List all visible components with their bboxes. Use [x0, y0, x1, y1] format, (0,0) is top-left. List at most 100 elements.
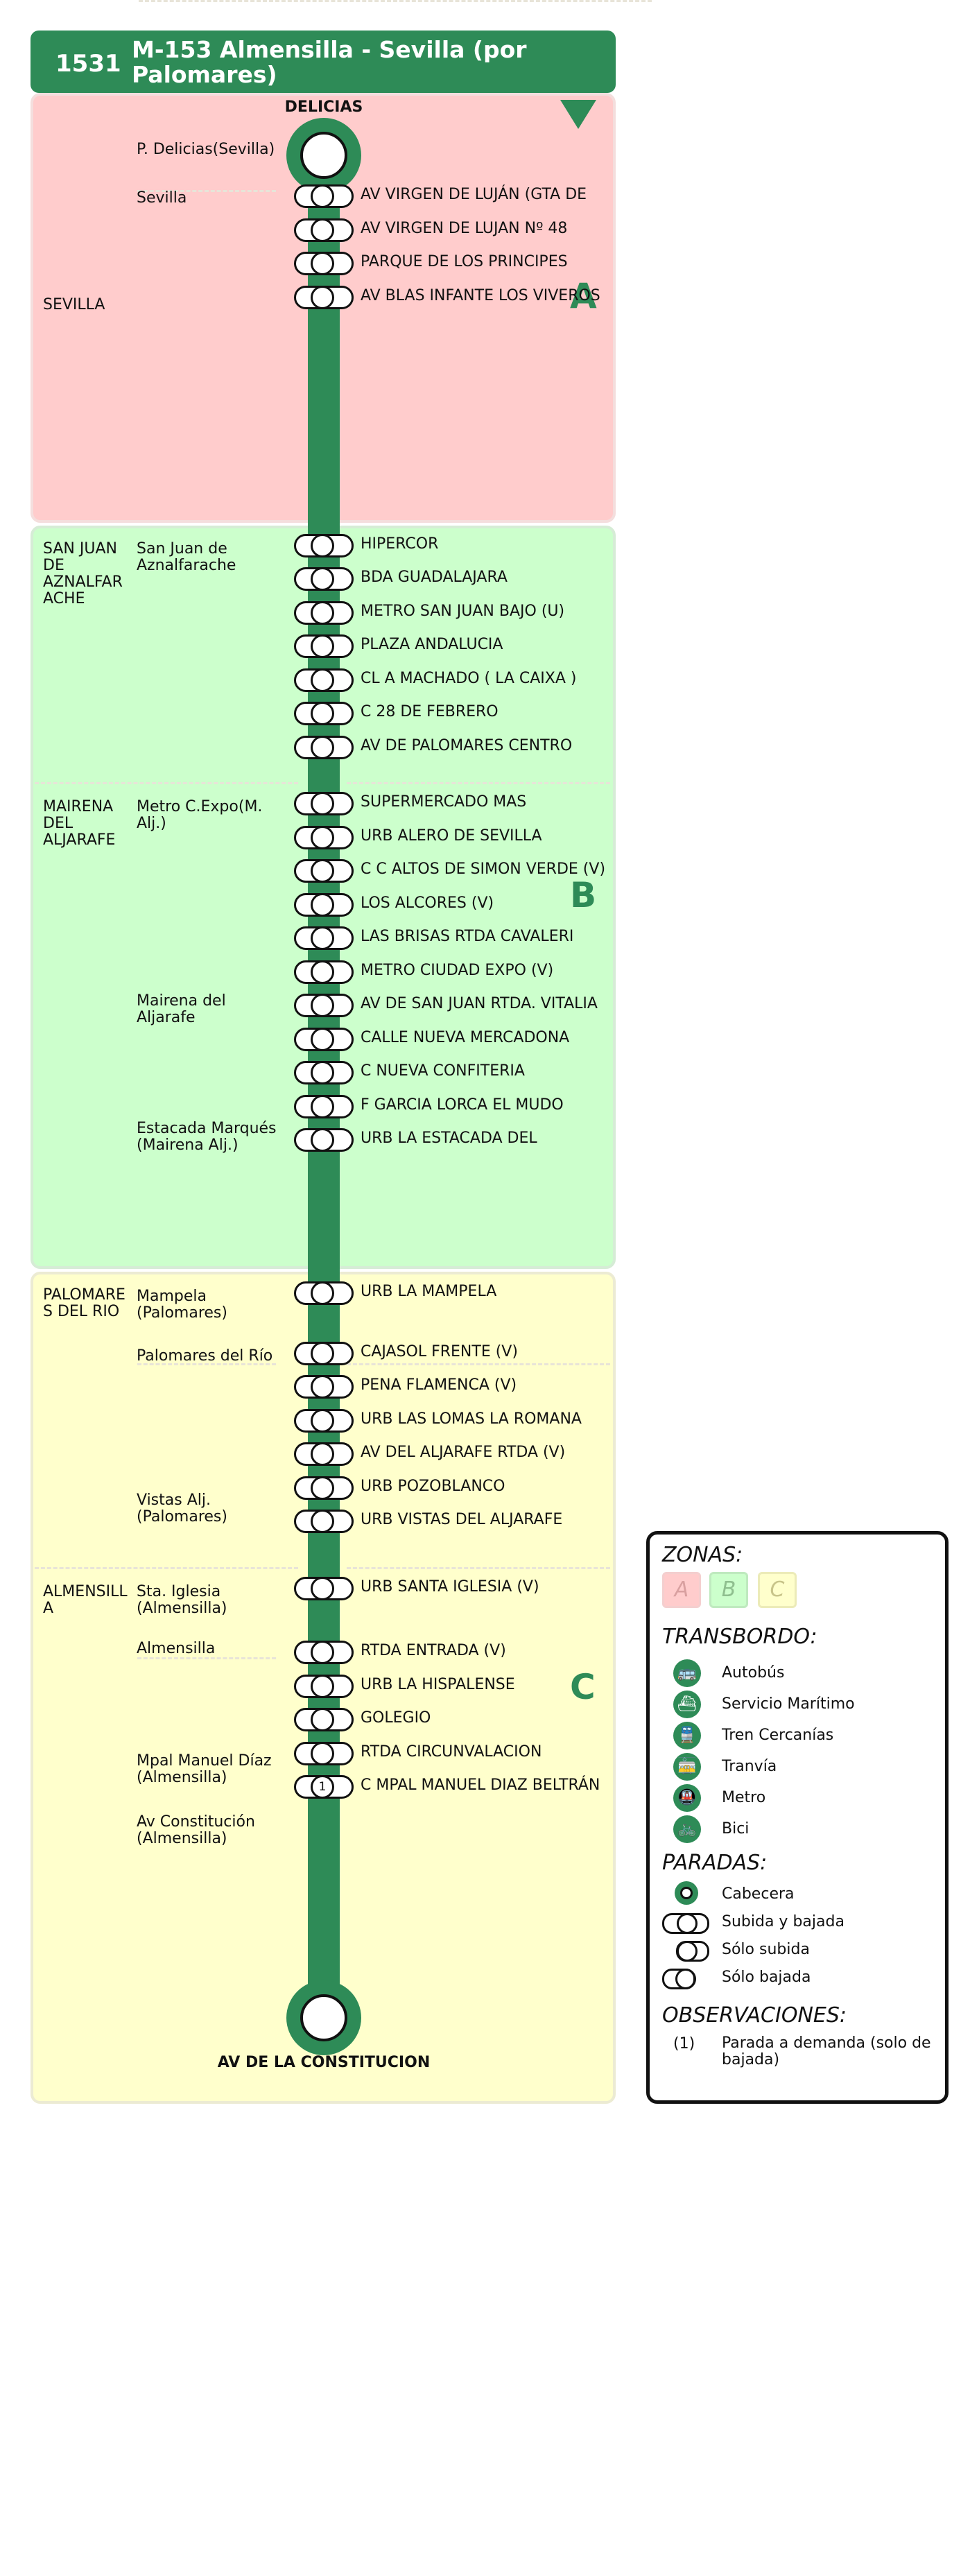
stop-marker — [311, 1061, 334, 1084]
top-dashed-border — [139, 0, 652, 6]
stop-icon — [294, 1577, 354, 1600]
stop-icon — [294, 1128, 354, 1152]
place-label: Metro C.Expo(M. Alj.) — [137, 798, 263, 832]
stop-name: HIPERCOR — [361, 535, 439, 553]
stop-name: CALLE NUEVA MERCADONA — [361, 1029, 570, 1046]
stop-marker — [311, 1577, 334, 1600]
stop-name: PARQUE DE LOS PRINCIPES — [361, 253, 568, 270]
stop-icon — [294, 218, 354, 242]
stop-marker — [311, 1641, 334, 1664]
place-label: Palomares del Río — [137, 1347, 273, 1365]
stop-marker — [311, 736, 334, 759]
zone-separator — [347, 1567, 610, 1569]
stop-marker — [311, 286, 334, 309]
stop-name: AV DE PALOMARES CENTRO — [361, 737, 573, 754]
stop-name: PENA FLAMENCA (V) — [361, 1376, 517, 1394]
legend-transfer-label: Servicio Marítimo — [722, 1695, 855, 1713]
stop-name: AV VIRGEN DE LUJAN Nº 48 — [361, 220, 568, 237]
stop-marker — [311, 1281, 334, 1305]
stop-marker — [311, 1028, 334, 1051]
stop-marker — [311, 1708, 334, 1731]
legend-transfer-label: Bici — [722, 1820, 750, 1838]
stop-marker — [311, 1510, 334, 1533]
stop-marker — [311, 601, 334, 625]
stop-icon — [294, 736, 354, 759]
stop-marker — [311, 792, 334, 815]
stop-name: URB LA MAMPELA — [361, 1283, 497, 1300]
stop-icon — [294, 1510, 354, 1533]
place-label: San Juan de Aznalfarache — [137, 540, 236, 574]
stop-name: CL A MACHADO ( LA CAIXA ) — [361, 670, 577, 687]
train-icon: 🚆 — [673, 1722, 701, 1749]
start-terminal-label: DELICIAS — [284, 98, 363, 116]
stop-icon — [294, 1028, 354, 1051]
route-number: 1531 — [55, 50, 121, 78]
stop-icon — [294, 702, 354, 725]
place-label: Mampela (Palomares) — [137, 1288, 227, 1322]
legend-transbordo-title: TRANSBORDO: — [662, 1625, 817, 1649]
zone-separator — [35, 782, 298, 784]
stop-icon — [294, 859, 354, 883]
stop-icon — [294, 1281, 354, 1305]
place-label: Sevilla — [137, 189, 187, 207]
stop-name: C C ALTOS DE SIMON VERDE (V) — [361, 861, 606, 878]
municipality-label: MAIRENA DEL ALJARAFE — [43, 798, 116, 849]
zone-separator — [35, 1567, 298, 1569]
stop-icon — [294, 893, 354, 917]
end-terminal-label: AV DE LA CONSTITUCION — [217, 2054, 431, 2071]
place-label: Vistas Alj. (Palomares) — [137, 1492, 227, 1525]
stop-name: C MPAL MANUEL DIAZ BELTRÁN — [361, 1777, 600, 1794]
zone-separator — [137, 190, 276, 192]
stop-name: GOLEGIO — [361, 1709, 431, 1727]
place-label: Almensilla — [137, 1640, 216, 1657]
stop-icon — [294, 1476, 354, 1500]
legend-zonas-title: ZONAS: — [662, 1543, 743, 1567]
zone-separator — [347, 782, 610, 784]
stop-icon — [294, 826, 354, 849]
stop-marker — [311, 1409, 334, 1433]
bike-icon: 🚲 — [673, 1815, 701, 1843]
legend-zone-a: A — [662, 1572, 701, 1608]
stop-name: C 28 DE FEBRERO — [361, 703, 499, 720]
legend-observaciones-title: OBSERVACIONES: — [662, 2003, 847, 2028]
stop-icon — [294, 960, 354, 984]
stop-marker — [311, 1476, 334, 1500]
subida-bajada-icon — [662, 1913, 709, 1934]
stop-name: URB ALERO DE SEVILLA — [361, 827, 542, 845]
observation-mark: (1) — [673, 2035, 695, 2052]
stop-name: RTDA CIRCUNVALACION — [361, 1743, 542, 1761]
stop-name: URB VISTAS DEL ALJARAFE — [361, 1511, 563, 1528]
municipality-label: SEVILLA — [43, 296, 105, 313]
legend-stop-label: Sólo subida — [722, 1941, 810, 1958]
stop-icon — [294, 634, 354, 658]
stop-icon — [294, 1095, 354, 1118]
stop-name: F GARCIA LORCA EL MUDO — [361, 1096, 564, 1114]
stop-name: CAJASOL FRENTE (V) — [361, 1343, 518, 1360]
stop-icon — [294, 184, 354, 208]
route-title-bar: 1531 M-153 Almensilla - Sevilla (por Pal… — [31, 31, 616, 93]
zone-separator — [347, 1363, 610, 1365]
stop-name: AV BLAS INFANTE LOS VIVEROS — [361, 287, 600, 304]
route-name: M-153 Almensilla - Sevilla (por Palomare… — [132, 36, 527, 88]
stop-marker — [311, 893, 334, 917]
stop-marker — [311, 1342, 334, 1365]
stop-marker — [311, 252, 334, 275]
stop-marker — [311, 1375, 334, 1399]
stop-marker — [311, 534, 334, 557]
stop-marker — [311, 960, 334, 984]
stop-marker — [311, 859, 334, 883]
stop-icon — [294, 1708, 354, 1731]
cabecera-icon — [675, 1881, 698, 1905]
legend: ZONAS: A B C TRANSBORDO: 🚌 Autobús ⛴ Ser… — [646, 1531, 949, 2104]
stop-icon — [294, 1375, 354, 1399]
stop-marker — [311, 926, 334, 950]
municipality-label: PALOMARE S DEL RIO — [43, 1286, 125, 1320]
stop-marker — [311, 567, 334, 591]
ship-icon: ⛴ — [673, 1691, 701, 1718]
stop-icon — [294, 1641, 354, 1664]
stop-name: URB POZOBLANCO — [361, 1478, 505, 1495]
stop-marker — [311, 994, 334, 1017]
stop-icon — [294, 926, 354, 950]
place-label: P. Delicias(Sevilla) — [137, 141, 275, 158]
place-label: Av Constitución (Almensilla) — [137, 1813, 255, 1847]
